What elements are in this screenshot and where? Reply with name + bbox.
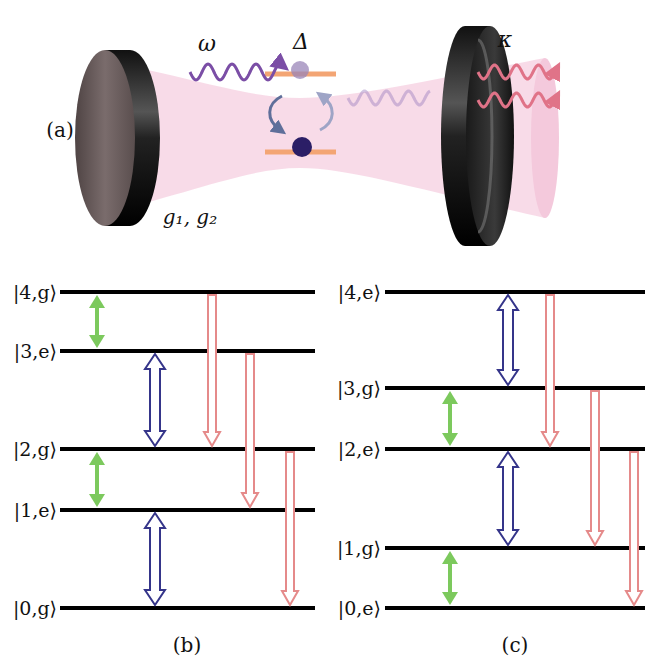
energy-level (385, 546, 645, 550)
arrow-head (442, 551, 458, 564)
drive-arrow (498, 452, 518, 545)
energy-level (60, 447, 315, 451)
left-mirror-face (75, 50, 135, 226)
atom-ground (292, 137, 312, 157)
arrow-head (89, 335, 105, 348)
energy-level (385, 447, 645, 451)
drive-arrow (145, 513, 165, 605)
decay-arrow (242, 354, 258, 507)
cavity-wave (348, 91, 430, 105)
decay-arrow (626, 452, 642, 605)
arrow-head (89, 295, 105, 308)
arrow-head (89, 494, 105, 507)
state-label: |4,e⟩ (338, 283, 381, 302)
atom-excited (291, 61, 309, 79)
panel-label: (a) (46, 120, 74, 140)
panel-label: (c) (502, 635, 529, 655)
state-label: |2,e⟩ (338, 440, 381, 459)
energy-level (60, 606, 315, 610)
frequency-label: ω (198, 33, 216, 55)
absorption-arrow (270, 96, 282, 130)
leaking-photon (478, 93, 556, 107)
energy-level (385, 606, 645, 610)
arrow-head (442, 391, 458, 404)
energy-level (385, 386, 645, 390)
energy-level (60, 349, 315, 353)
arrow-head (442, 433, 458, 446)
state-label: |0,e⟩ (338, 599, 381, 618)
panel-label: (b) (173, 635, 201, 655)
right-mirror-face (466, 26, 514, 246)
coupling-label: g₁, g₂ (163, 207, 217, 227)
drive-arrow (145, 354, 165, 446)
coupling-arrow (95, 307, 99, 336)
drive-arrow (498, 295, 518, 385)
beam-end (531, 58, 559, 218)
decay-arrow (587, 391, 603, 545)
photon-wave (190, 64, 282, 80)
coupling-arrow (448, 403, 452, 434)
state-label: |2,g⟩ (13, 440, 57, 459)
decay-arrow (282, 452, 298, 605)
leaking-photon (478, 65, 556, 79)
state-label: |3,e⟩ (14, 342, 57, 361)
energy-level (60, 290, 315, 294)
state-label: |3,g⟩ (337, 379, 381, 398)
emission-arrow (320, 96, 332, 130)
state-label: |0,g⟩ (13, 599, 57, 618)
state-label: |4,g⟩ (13, 283, 57, 302)
decay-arrow (204, 295, 220, 446)
decay-arrow (542, 295, 558, 446)
state-label: |1,g⟩ (337, 539, 381, 558)
energy-level (385, 290, 645, 294)
coupling-arrow (448, 563, 452, 593)
decay-label: κ (498, 29, 512, 51)
state-label: |1,e⟩ (14, 501, 57, 520)
coupling-arrow (95, 464, 99, 495)
energy-level (60, 508, 315, 512)
arrow-head (442, 592, 458, 605)
arrow-head (89, 452, 105, 465)
detuning-label: Δ (293, 31, 309, 53)
